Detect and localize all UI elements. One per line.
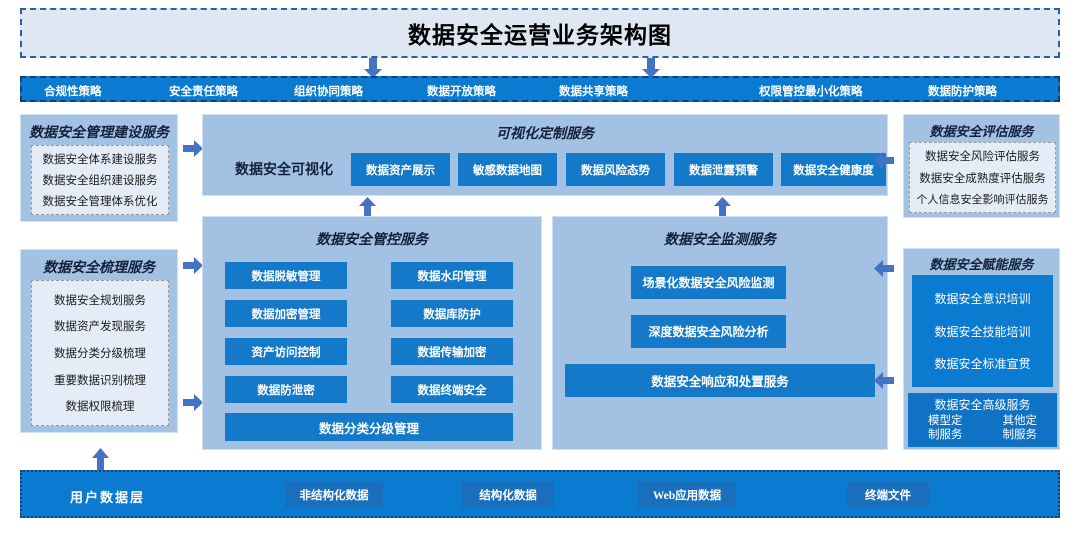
right-arrow-icon-3 [183,393,203,412]
panel-management-construction-title: 数据安全管理建设服务 [29,126,169,141]
advanced-model-custom[interactable]: 模型定 制服务 [928,415,963,441]
chip-database-protection[interactable]: 数据库防护 [391,300,513,327]
panel-assessment-service-title: 数据安全评估服务 [929,124,1034,139]
data-chip-terminal-file[interactable]: 终端文件 [847,482,929,508]
list-item: 重要数据识别梳理 [54,374,146,387]
panel-assessment-service: 数据安全评估服务 数据安全风险评估服务 数据安全成熟度评估服务 个人信息安全影响… [903,114,1060,218]
chip-asset-access-control[interactable]: 资产访问控制 [225,338,347,365]
panel-visualization: 可视化定制服务 数据安全可视化 数据资产展示 敏感数据地图 数据风险态势 数据泄… [202,114,888,196]
panel-monitor-service-title: 数据安全监测服务 [664,233,776,248]
chip-sensitive-map[interactable]: 敏感数据地图 [458,153,557,186]
policy-item-3[interactable]: 数据开放策略 [427,86,496,98]
panel-enablement-service: 数据安全赋能服务 数据安全意识培训 数据安全技能培训 数据安全标准宣贯 数据安全… [903,248,1060,450]
chip-deep-risk-analysis[interactable]: 深度数据安全风险分析 [631,315,786,348]
panel-data-sorting: 数据安全梳理服务 数据安全规划服务 数据资产发现服务 数据分类分级梳理 重要数据… [20,249,178,433]
panel-control-service: 数据安全管控服务 数据脱敏管理 数据加密管理 资产访问控制 数据防泄密 数据水印… [202,216,542,450]
chip-data-masking[interactable]: 数据脱敏管理 [225,262,347,289]
down-arrow-icon-1 [362,58,384,78]
right-arrow-icon-1 [183,139,203,158]
policy-item-2[interactable]: 组织协同策略 [294,86,363,98]
up-arrow-icon-1 [358,197,377,217]
policy-item-6[interactable]: 数据防护策略 [928,86,997,98]
down-arrow-icon-2 [640,58,662,78]
panel-control-service-title: 数据安全管控服务 [316,233,428,248]
list-item[interactable]: 数据安全技能培训 [934,324,1031,339]
chip-data-leak-prevention[interactable]: 数据防泄密 [225,376,347,403]
list-item: 数据安全体系建设服务 [42,154,158,166]
chip-data-encryption[interactable]: 数据加密管理 [225,300,347,327]
list-item[interactable]: 数据安全标准宣贯 [934,356,1031,371]
chip-classification-grading[interactable]: 数据分类分级管理 [225,413,513,441]
list-item: 数据安全组织建设服务 [42,175,158,187]
list-item[interactable]: 数据安全意识培训 [934,292,1031,307]
right-arrow-icon-2 [183,256,203,275]
chip-scenario-risk-monitoring[interactable]: 场景化数据安全风险监测 [631,266,786,299]
data-chip-structured[interactable]: 结构化数据 [462,482,554,508]
chip-data-watermark[interactable]: 数据水印管理 [391,262,513,289]
page-title-text: 数据安全运营业务架构图 [408,23,672,48]
chip-health-degree[interactable]: 数据安全健康度 [781,153,886,186]
data-layer-bar: 用户数据层 非结构化数据 结构化数据 Web应用数据 终端文件 [20,470,1060,518]
chip-transmission-encryption[interactable]: 数据传输加密 [391,338,513,365]
panel-data-sorting-items: 数据安全规划服务 数据资产发现服务 数据分类分级梳理 重要数据识别梳理 数据权限… [31,280,169,426]
list-item: 数据资产发现服务 [54,321,146,334]
up-arrow-icon-2 [713,197,732,217]
policy-item-4[interactable]: 数据共享策略 [559,86,628,98]
left-arrow-icon-1 [874,151,894,170]
list-item: 数据安全成熟度评估服务 [919,172,1046,185]
list-item: 数据权限梳理 [65,401,135,414]
panel-management-construction: 数据安全管理建设服务 数据安全体系建设服务 数据安全组织建设服务 数据安全管理体… [20,114,178,222]
data-chip-unstructured[interactable]: 非结构化数据 [285,482,383,508]
enablement-advanced-block: 数据安全高级服务 模型定 制服务 其他定 制服务 [908,393,1057,447]
advanced-service-title: 数据安全高级服务 [934,398,1031,412]
panel-data-sorting-title: 数据安全梳理服务 [43,261,155,276]
policy-bar: 合规性策略 安全责任策略 组织协同策略 数据开放策略 数据共享策略 权限管控最小… [20,76,1060,102]
list-item: 数据安全风险评估服务 [925,151,1040,164]
panel-enablement-service-title: 数据安全赋能服务 [929,257,1034,272]
list-item: 数据安全管理体系优化 [42,196,158,208]
visualization-subtitle: 数据安全可视化 [235,163,333,178]
up-arrow-icon-3 [91,448,110,472]
chip-response-disposal[interactable]: 数据安全响应和处置服务 [565,364,875,397]
policy-item-5[interactable]: 权限管控最小化策略 [759,86,863,98]
list-item: 个人信息安全影响评估服务 [916,193,1049,206]
enablement-training-block: 数据安全意识培训 数据安全技能培训 数据安全标准宣贯 [912,275,1053,387]
panel-visualization-title: 可视化定制服务 [496,127,594,142]
chip-leak-warning[interactable]: 数据泄露预警 [674,153,773,186]
list-item: 数据分类分级梳理 [54,347,146,360]
data-chip-web-application[interactable]: Web应用数据 [638,482,736,508]
list-item: 数据安全规划服务 [54,294,146,307]
page-title: 数据安全运营业务架构图 [20,8,1060,58]
policy-item-0[interactable]: 合规性策略 [44,86,102,98]
left-arrow-icon-3 [874,371,894,390]
policy-item-1[interactable]: 安全责任策略 [169,86,238,98]
panel-management-construction-items: 数据安全体系建设服务 数据安全组织建设服务 数据安全管理体系优化 [31,145,169,215]
panel-assessment-service-items: 数据安全风险评估服务 数据安全成熟度评估服务 个人信息安全影响评估服务 [909,142,1056,213]
panel-monitor-service: 数据安全监测服务 场景化数据安全风险监测 深度数据安全风险分析 数据安全响应和处… [552,216,888,450]
chip-risk-posture[interactable]: 数据风险态势 [566,153,665,186]
data-layer-label: 用户数据层 [70,490,146,505]
chip-terminal-security[interactable]: 数据终端安全 [391,376,513,403]
advanced-other-custom[interactable]: 其他定 制服务 [1002,415,1038,441]
chip-asset-display[interactable]: 数据资产展示 [351,153,450,186]
left-arrow-icon-2 [874,259,894,278]
